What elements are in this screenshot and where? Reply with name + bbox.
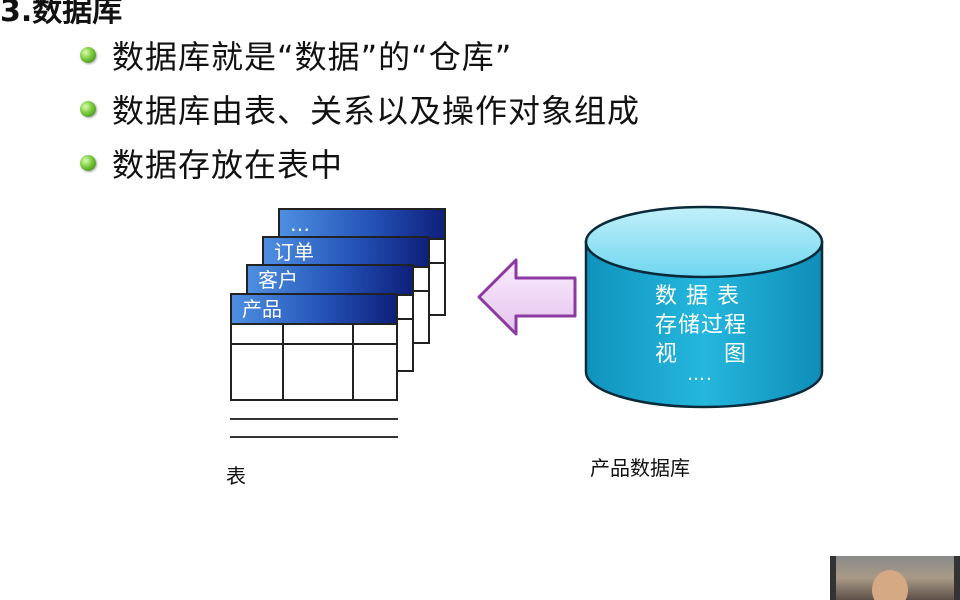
bullet-list: 数据库就是“数据”的“仓库” 数据库由表、关系以及操作对象组成 数据存放在表中	[80, 28, 640, 190]
green-bullet-icon	[80, 47, 96, 63]
table-card-products: 产品	[230, 293, 398, 401]
slide-title-fragment: 3.数据库	[0, 0, 123, 29]
database-item: 数 据 表	[655, 284, 740, 309]
database-item: ….	[687, 364, 713, 385]
green-bullet-icon	[80, 155, 96, 171]
database-cylinder: 数 据 表 存储过程 视 图 ….	[583, 204, 825, 414]
bullet-item: 数据存放在表中	[80, 136, 640, 190]
table-name: 客户	[248, 266, 412, 296]
database-item: 视 图	[655, 342, 748, 367]
presenter-webcam-video	[830, 556, 960, 600]
presenter-face	[872, 570, 908, 600]
bullet-text: 数据存放在表中	[112, 146, 344, 184]
left-arrow-icon	[476, 256, 580, 342]
table-underline	[230, 418, 398, 420]
table-underline	[230, 436, 398, 438]
database-cylinder-shape	[584, 205, 824, 409]
bullet-text: 数据库就是“数据”的“仓库”	[112, 38, 513, 76]
bullet-item: 数据库由表、关系以及操作对象组成	[80, 82, 640, 136]
bullet-item: 数据库就是“数据”的“仓库”	[80, 28, 640, 82]
green-bullet-icon	[80, 101, 96, 117]
bullet-text: 数据库由表、关系以及操作对象组成	[112, 92, 641, 130]
database-item: 存储过程	[655, 313, 748, 338]
table-name: …	[280, 210, 444, 240]
table-name: 产品	[232, 295, 396, 325]
tables-caption: 表	[226, 464, 246, 488]
database-caption: 产品数据库	[590, 456, 690, 480]
